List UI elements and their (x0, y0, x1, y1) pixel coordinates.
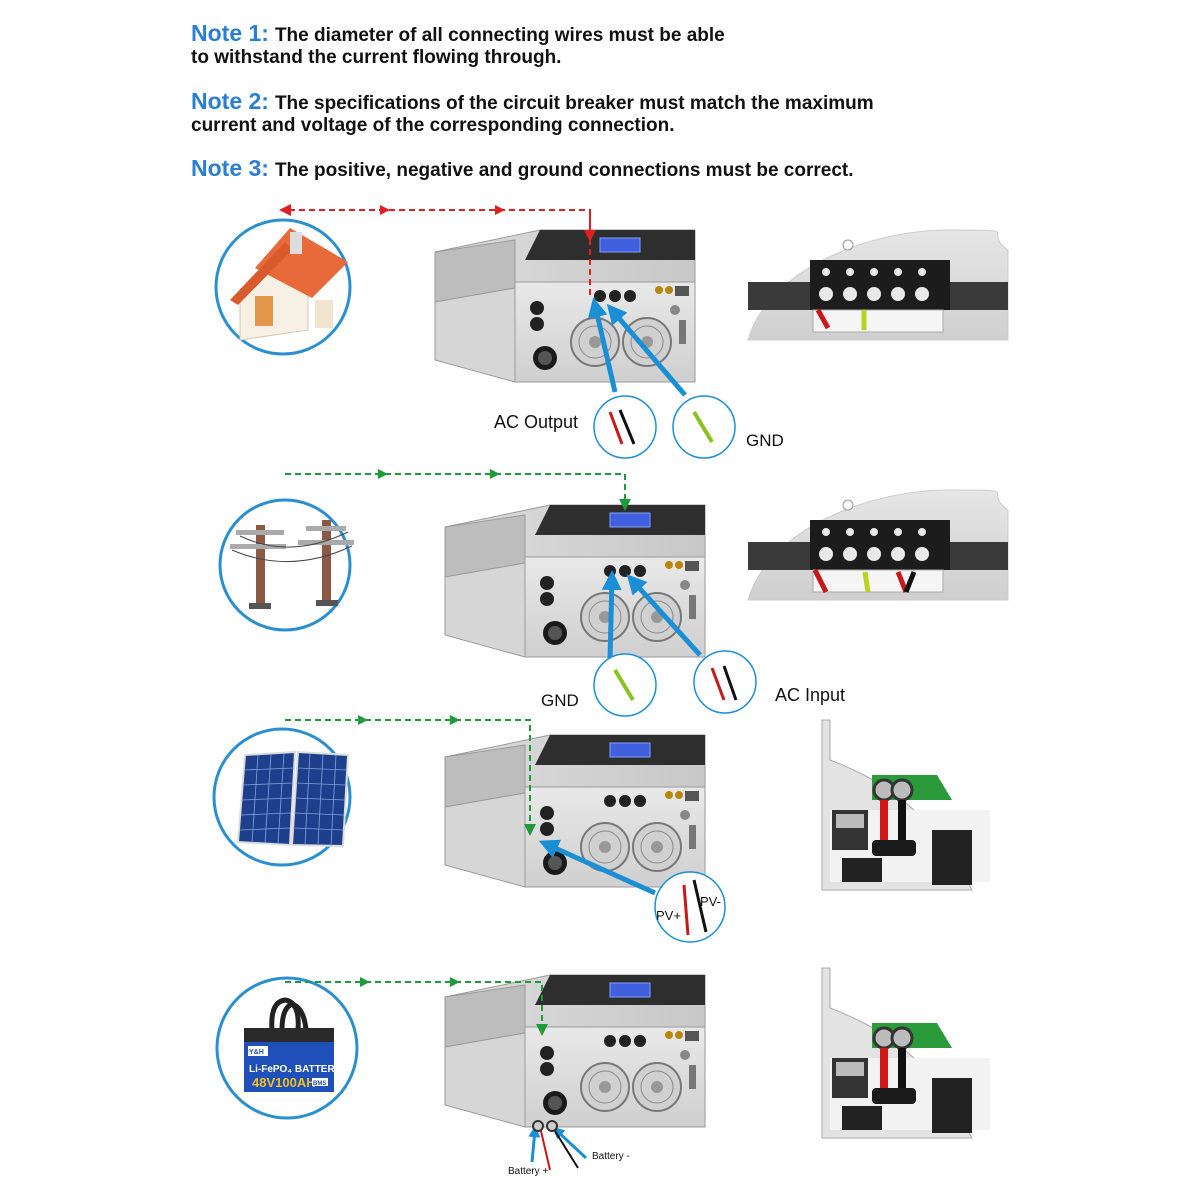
gnd-label: GND (746, 431, 784, 450)
ac-input-wires-closeup (812, 568, 917, 594)
gnd-label: GND (541, 691, 579, 710)
battery-bms-text: BMS (313, 1081, 326, 1087)
green-arrowhead (360, 977, 370, 987)
green-flow-arrow (285, 473, 631, 511)
note-2-line2: current and voltage of the corresponding… (191, 115, 675, 136)
red-arrowhead (495, 205, 505, 215)
green-flow-arrow (285, 981, 548, 1036)
section-pv: PV+ PV- (212, 715, 992, 943)
note-3: Note 3:The positive, negative and ground… (191, 157, 854, 182)
note-2-line1: The specifications of the circuit breake… (274, 93, 874, 114)
note-3-label: Note 3: (191, 155, 269, 181)
ac-input-terminal-closeup (747, 489, 1009, 601)
blue-pointer-arrow (626, 574, 702, 657)
note-1-line2: to withstand the current flowing through… (191, 47, 562, 68)
note-1-line1: The diameter of all connecting wires mus… (274, 25, 725, 46)
ac-input-wire-icon (693, 650, 757, 714)
power-pole-icon (218, 498, 354, 632)
pv-plus-label: PV+ (656, 908, 681, 923)
battery-brand: Y&H (249, 1049, 264, 1056)
battery-plus-label: Battery + (508, 1166, 548, 1177)
blue-pointer-arrow (587, 297, 618, 393)
blue-pointer-arrow (528, 1125, 541, 1163)
battery-spec-text: 48V100AH (252, 1075, 316, 1090)
blue-pointer-arrow (606, 303, 687, 397)
red-flow-arrow (279, 204, 591, 295)
pv-terminal-closeup (820, 718, 992, 892)
battery-minus-label: Battery - (592, 1151, 630, 1162)
note-3-line1: The positive, negative and ground connec… (274, 160, 854, 181)
green-arrowhead (358, 715, 368, 725)
blue-pointer-arrow (601, 570, 622, 661)
house-icon (214, 218, 352, 356)
section-ac-output: AC Output GND (214, 204, 1009, 459)
battery-icon: Y&H Li-FePO₄ BATTERY 48V100AH BMS (215, 976, 359, 1120)
ac-output-wire-icon (593, 395, 657, 459)
inverter-pv (444, 734, 706, 888)
note-2-label: Note 2: (191, 88, 269, 114)
green-arrowhead (450, 977, 460, 987)
gnd-wire-icon (672, 395, 736, 459)
inverter-ac-input (444, 504, 706, 658)
ac-output-terminal-closeup (747, 229, 1009, 341)
green-arrowhead (490, 469, 500, 479)
solar-panel-icon (212, 727, 352, 867)
green-arrowhead (378, 469, 388, 479)
section-ac-input: GND AC Input (218, 469, 1009, 717)
inverter-battery (444, 974, 706, 1128)
battery-cable-icon (532, 1120, 579, 1171)
pv-minus-label: PV- (700, 894, 721, 909)
gnd-wire-icon (593, 653, 657, 717)
green-flow-arrow (285, 719, 536, 836)
note-2: Note 2:The specifications of the circuit… (191, 90, 874, 137)
blue-pointer-arrow (552, 1126, 588, 1160)
section-battery: Y&H Li-FePO₄ BATTERY 48V100AH BMS Batter… (215, 966, 992, 1177)
ac-output-label: AC Output (494, 412, 578, 432)
battery-type-text: Li-FePO₄ BATTERY (249, 1064, 341, 1075)
battery-terminal-closeup (820, 966, 992, 1140)
ac-output-wires-closeup (815, 308, 867, 330)
note-1-label: Note 1: (191, 20, 269, 46)
pv-wire-icon: PV+ PV- (654, 871, 726, 943)
ac-input-label: AC Input (775, 685, 845, 705)
red-arrowhead (380, 205, 390, 215)
green-arrowhead (450, 715, 460, 725)
blue-pointer-arrow (538, 839, 657, 896)
note-1: Note 1:The diameter of all connecting wi… (191, 22, 725, 69)
